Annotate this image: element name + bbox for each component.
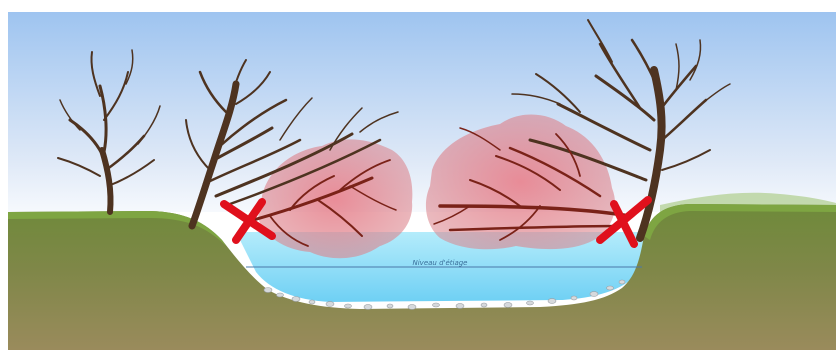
water-level-label: Niveau d'étiage (413, 259, 468, 267)
sky (8, 12, 836, 212)
